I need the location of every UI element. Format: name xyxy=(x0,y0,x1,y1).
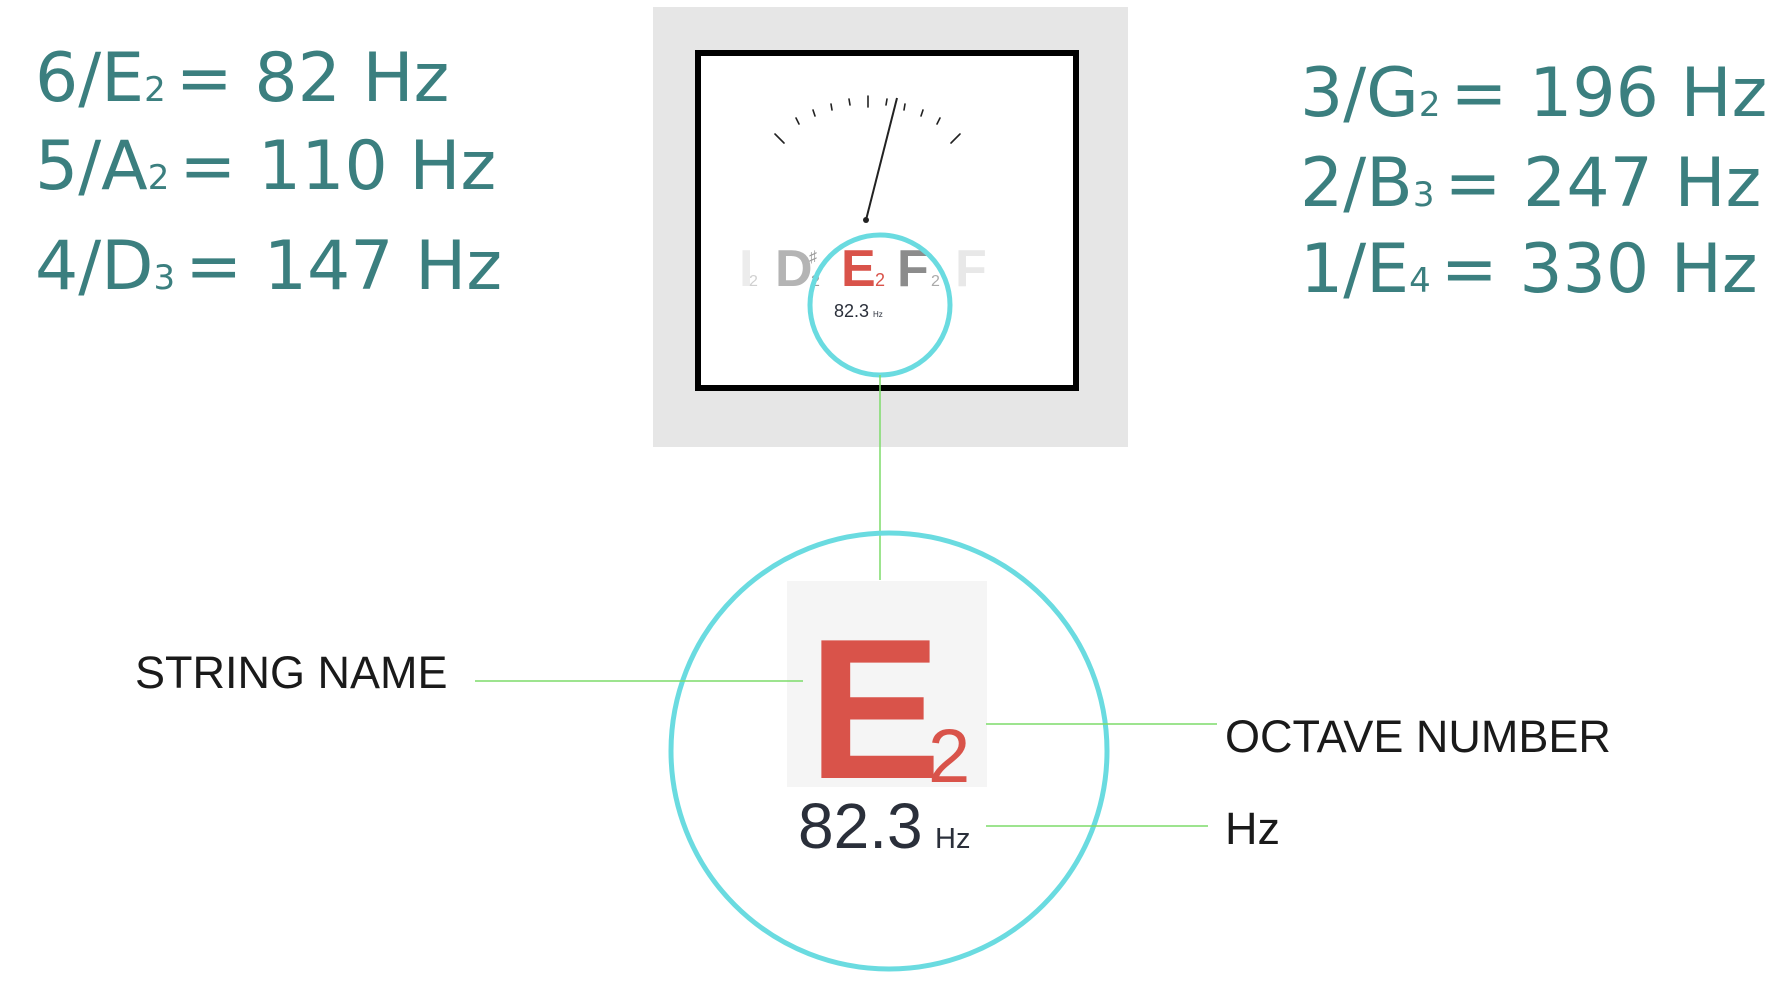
tuner-needle xyxy=(865,97,898,221)
magnified-octave-number: 2 xyxy=(928,714,970,799)
scale-tick xyxy=(795,117,800,125)
magnified-note-letter: E xyxy=(808,598,941,821)
scale-tick xyxy=(885,98,888,106)
magnified-frequency: 82.3 xyxy=(798,790,923,862)
string-4-name: 4/D xyxy=(35,227,154,306)
string-6-value: = 82 Hz xyxy=(175,39,450,118)
magnified-note-tile xyxy=(787,581,987,787)
string-5-name: 5/A xyxy=(35,127,148,206)
string-name-label: STRING NAME xyxy=(135,647,448,698)
magnified-frequency-unit: Hz xyxy=(935,823,970,855)
string-2-octave: 3 xyxy=(1412,175,1435,215)
carousel-prev-note: D xyxy=(775,240,813,298)
tuner-frequency-readout: 82.3 xyxy=(834,301,869,321)
carousel-current-note: E xyxy=(841,240,876,298)
scale-tick-major-right xyxy=(950,133,961,144)
tuner-scale xyxy=(774,95,961,144)
string-1-value: = 330 Hz xyxy=(1440,230,1758,309)
string-4-frequency: 4/D3= 147 Hz xyxy=(35,233,502,301)
carousel-next-octave: 2 xyxy=(931,273,940,290)
string-1-frequency: 1/E4= 330 Hz xyxy=(1300,236,1758,304)
carousel-far-right-note: F xyxy=(955,240,987,298)
carousel-far-left-octave: 2 xyxy=(749,273,758,290)
string-6-name: 6/E xyxy=(35,39,145,118)
tuner-screen: I 2 D ♯ 2 E 2 F 2 F 82.3 Hz xyxy=(695,50,1079,391)
string-1-octave: 4 xyxy=(1409,261,1431,301)
string-4-value: = 147 Hz xyxy=(185,227,503,306)
scale-tick xyxy=(812,109,816,117)
string-1-name: 1/E xyxy=(1300,230,1410,309)
string-3-frequency: 3/G2= 196 Hz xyxy=(1300,60,1767,128)
string-4-octave: 3 xyxy=(153,258,176,298)
string-6-frequency: 6/E2= 82 Hz xyxy=(35,45,449,113)
string-6-octave: 2 xyxy=(144,70,166,110)
string-3-value: = 196 Hz xyxy=(1450,54,1768,133)
string-5-value: = 110 Hz xyxy=(179,127,497,206)
scale-tick xyxy=(830,103,833,111)
carousel-current-octave: 2 xyxy=(875,270,885,290)
needle-pivot xyxy=(863,217,869,223)
magnified-circle xyxy=(668,530,1110,972)
carousel-prev-accidental: ♯ xyxy=(809,249,817,266)
scale-tick xyxy=(920,109,924,117)
tuner-frequency-unit: Hz xyxy=(873,310,883,319)
scale-tick-major-left xyxy=(774,133,785,144)
scale-tick xyxy=(936,117,941,125)
string-5-octave: 2 xyxy=(147,158,170,198)
hz-label: Hz xyxy=(1225,803,1280,854)
string-2-name: 2/B xyxy=(1300,144,1413,223)
string-3-name: 3/G xyxy=(1300,54,1419,133)
string-3-octave: 2 xyxy=(1418,85,1441,125)
scale-tick xyxy=(848,98,851,106)
string-2-frequency: 2/B3= 247 Hz xyxy=(1300,150,1761,218)
string-2-value: = 247 Hz xyxy=(1444,144,1762,223)
octave-number-label: OCTAVE NUMBER xyxy=(1225,711,1611,762)
carousel-far-left-note: I xyxy=(739,240,753,298)
tuner-highlight-circle xyxy=(807,232,953,378)
string-5-frequency: 5/A2= 110 Hz xyxy=(35,133,496,201)
scale-tick xyxy=(903,103,906,111)
